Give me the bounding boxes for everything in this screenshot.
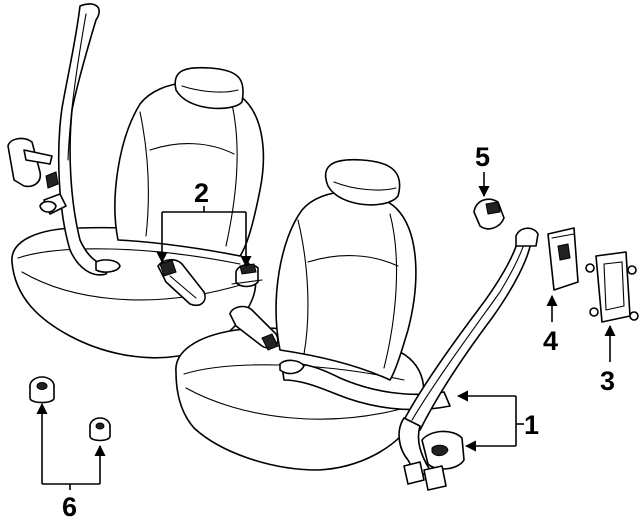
left-seat-buckle	[157, 258, 206, 307]
spacer-bushing-2	[89, 417, 111, 442]
left-retractor	[7, 137, 67, 215]
belt-guide-cover	[473, 198, 505, 230]
callout-4: 4	[543, 326, 558, 356]
left-shoulder-belt	[57, 3, 121, 276]
callout-5: 5	[475, 142, 490, 172]
right-seat-belt-assembly	[279, 227, 539, 491]
callout-2: 2	[194, 178, 209, 208]
right-seat	[175, 158, 425, 471]
callout-1: 1	[524, 410, 539, 440]
callout-3: 3	[600, 366, 615, 396]
height-adjuster	[585, 251, 639, 323]
right-seat-center-buckle	[229, 305, 279, 351]
spacer-bushing-1	[29, 376, 55, 404]
trim-cover	[547, 227, 579, 291]
callout-6: 6	[62, 492, 77, 521]
leader-lines	[36, 172, 616, 490]
